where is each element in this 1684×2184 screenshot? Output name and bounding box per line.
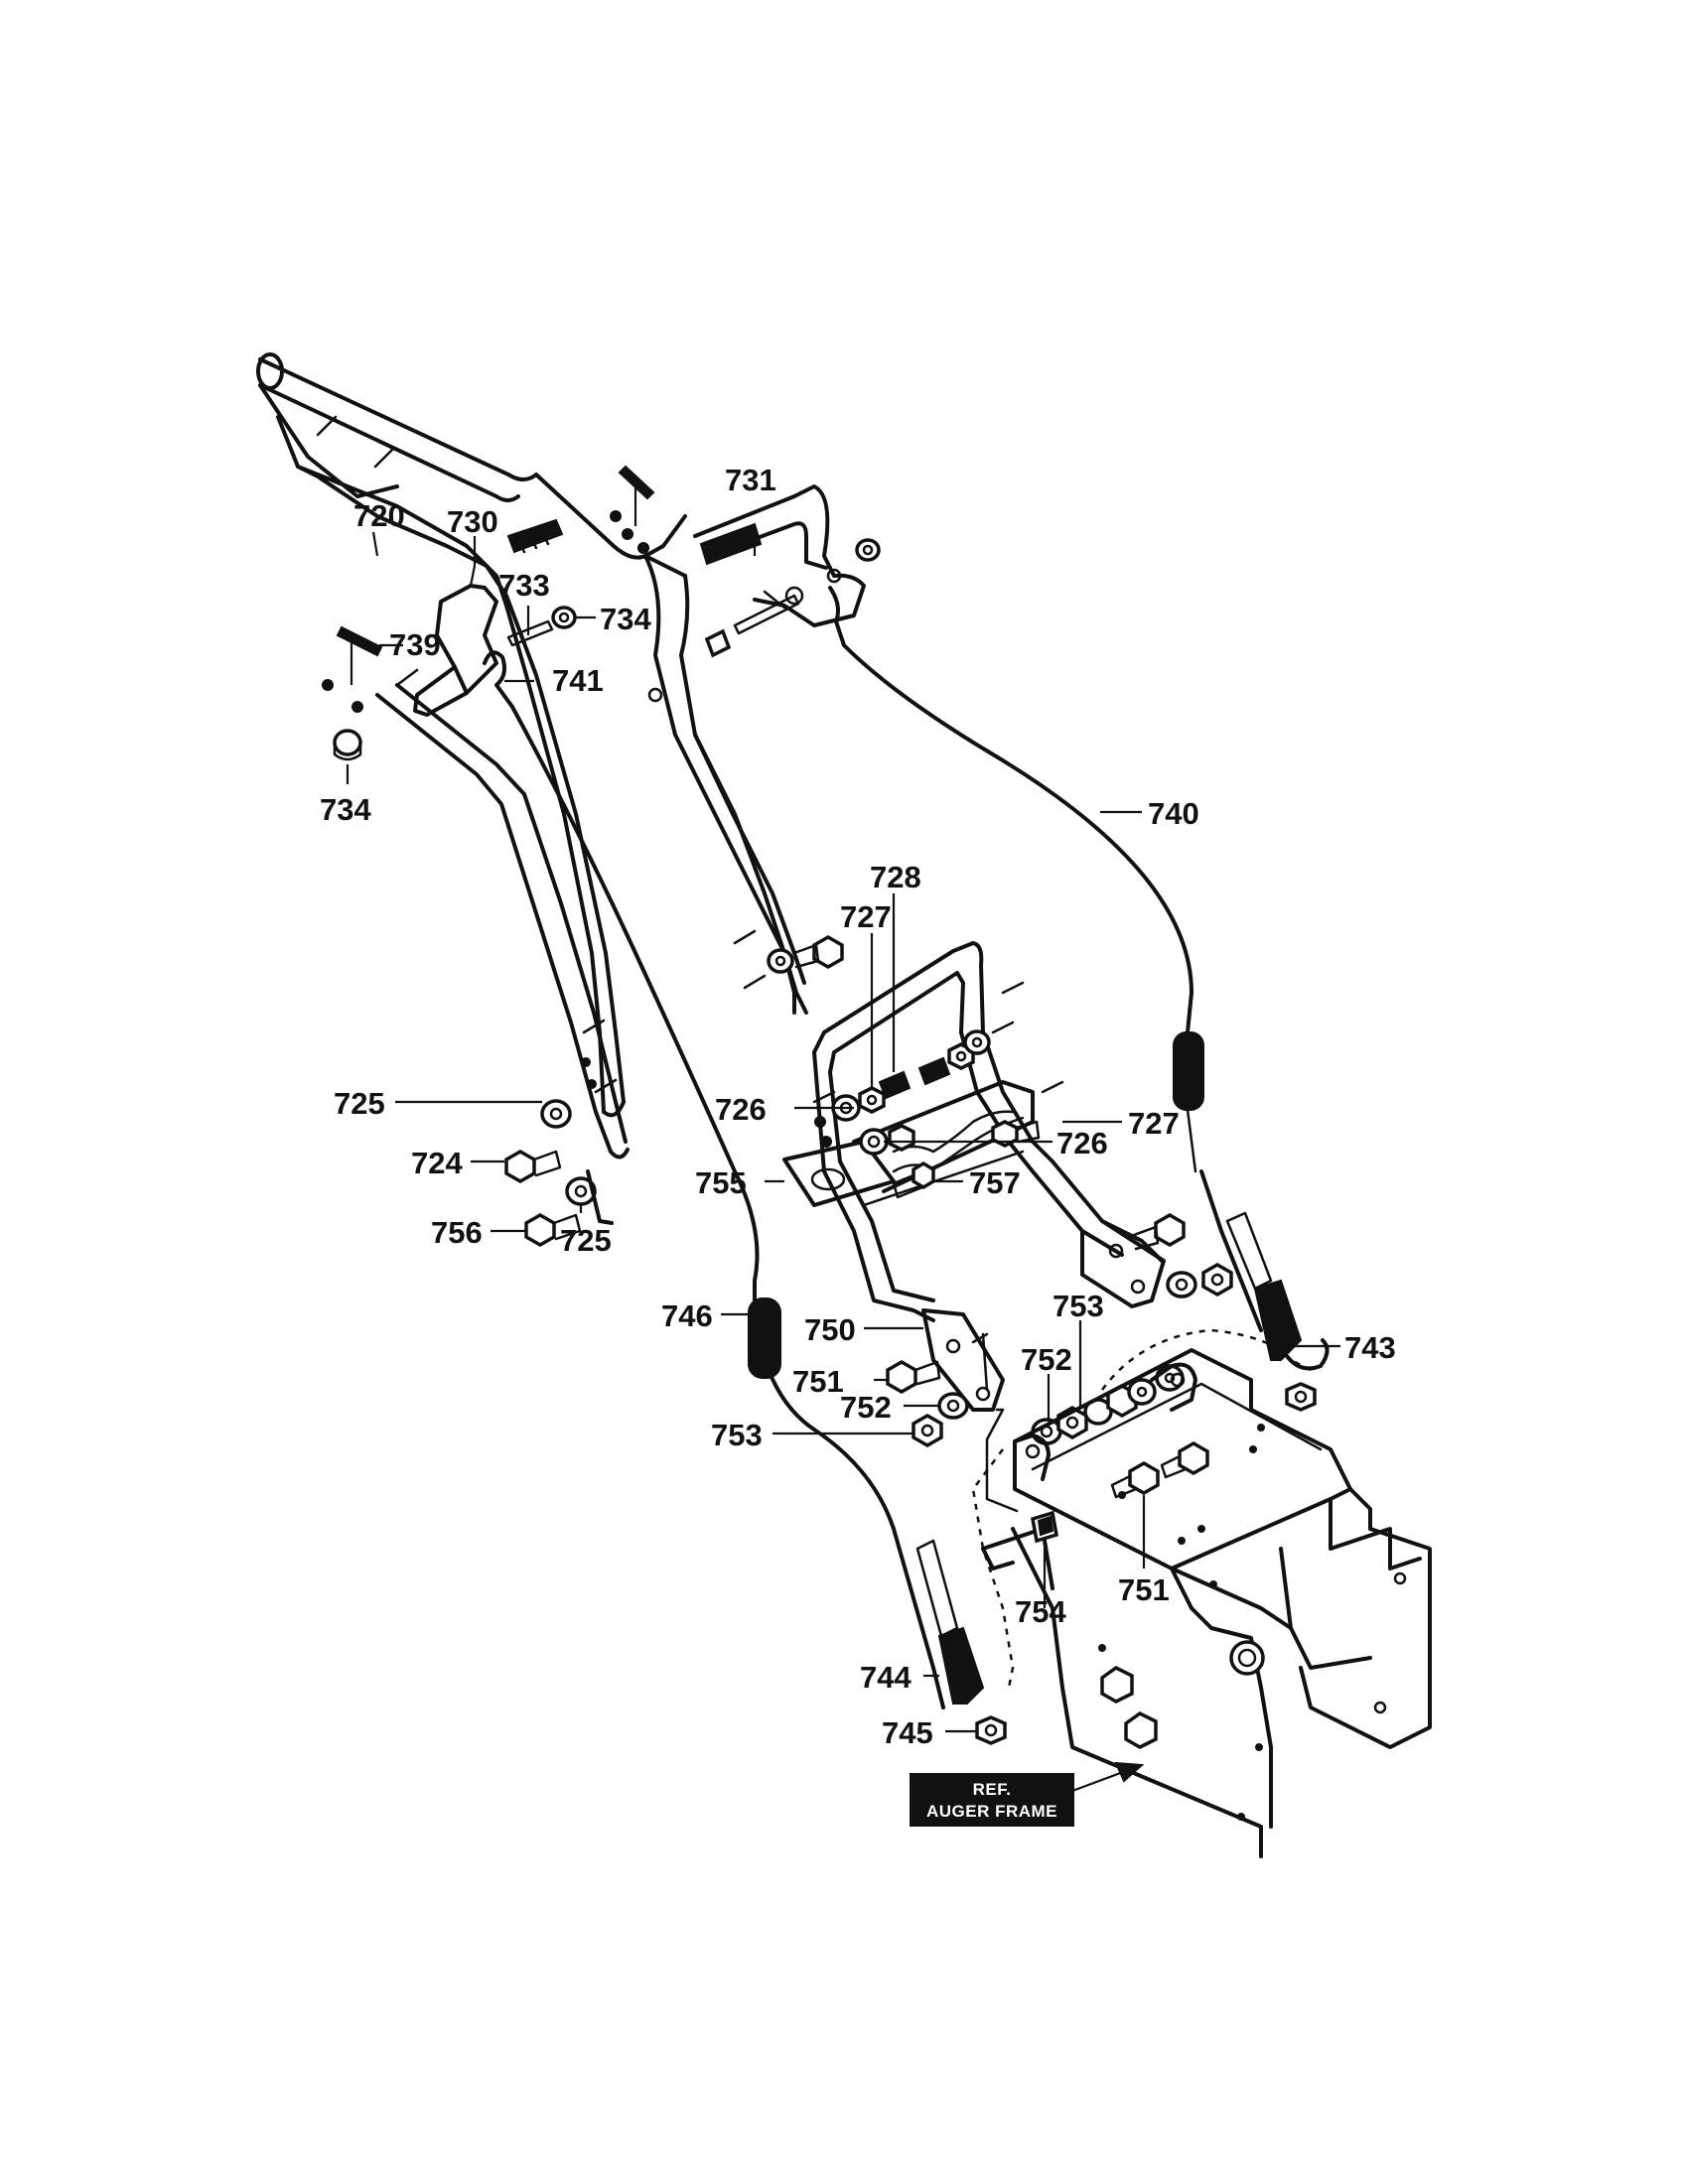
nut-745: [975, 1715, 1007, 1745]
washer-726-lower: [859, 1124, 915, 1156]
decal-739: [336, 625, 383, 657]
cable-746: [510, 705, 760, 1302]
callout-labels: 720 730 731 733 734 739 741 734 740 728 …: [320, 463, 1396, 1750]
bolt-757: [892, 1160, 935, 1199]
cable-740: [842, 643, 1193, 1034]
callout-733: 733: [498, 568, 550, 603]
callout-741: 741: [552, 663, 604, 698]
callout-744: 744: [860, 1660, 912, 1695]
nut-743: [1285, 1382, 1317, 1412]
reference-auger-frame-box: REF. AUGER FRAME: [910, 1773, 1074, 1827]
link-741: [483, 650, 514, 709]
callout-753-lower: 753: [711, 1418, 763, 1452]
callout-752-lower: 752: [840, 1390, 892, 1425]
washer-734-upper: [551, 606, 577, 629]
bolt-751-left: [886, 1359, 941, 1395]
leader-lines: [346, 530, 1340, 1793]
bolt-734-lower: [333, 729, 362, 761]
callout-746: 746: [661, 1298, 713, 1333]
callout-756: 756: [431, 1215, 483, 1250]
callout-753-upper: 753: [1052, 1289, 1104, 1323]
drive-control-bail-730: [413, 584, 498, 717]
nut-727-upper: [858, 1086, 886, 1114]
right-upper-tube: [693, 733, 796, 1015]
washer-725-lower: [565, 1176, 597, 1206]
bolt-right-bracket: [1132, 1212, 1233, 1298]
callout-750: 750: [804, 1312, 856, 1347]
cable-sleeve-740: [1173, 1031, 1204, 1173]
callout-751-right: 751: [1118, 1572, 1170, 1607]
ref-line2: AUGER FRAME: [926, 1802, 1057, 1821]
callout-740: 740: [1148, 796, 1199, 831]
bolt-right-tube: [767, 934, 844, 974]
bolt-727-lower: [991, 1120, 1041, 1148]
nut-753-left: [912, 1413, 943, 1448]
auger-control-bail-731: [693, 484, 866, 627]
callout-731: 731: [725, 463, 776, 497]
callout-734-lower: 734: [320, 792, 371, 827]
handle-bracket-750: [782, 941, 1166, 1412]
callout-755: 755: [695, 1165, 747, 1200]
auger-frame: [971, 1328, 1432, 1858]
callout-734-upper: 734: [600, 602, 651, 636]
callout-720: 720: [353, 498, 405, 533]
callout-743: 743: [1344, 1330, 1396, 1365]
spring-728: [878, 1056, 951, 1100]
cable-end-744: [915, 1539, 985, 1705]
callout-757: 757: [969, 1165, 1021, 1200]
callout-726-lower: 726: [1056, 1126, 1108, 1160]
callout-745: 745: [882, 1715, 933, 1750]
callout-730: 730: [447, 504, 498, 539]
pin-733: [506, 619, 554, 647]
callout-725-upper: 725: [334, 1086, 385, 1121]
bolt-751-right: [1110, 1440, 1209, 1499]
callout-751-left: 751: [792, 1364, 844, 1399]
callout-728: 728: [870, 860, 921, 894]
bolt-756: [524, 1212, 582, 1248]
callout-724: 724: [411, 1146, 463, 1180]
bail-grip: [506, 518, 564, 554]
cable-sleeve-746: [748, 1297, 781, 1379]
lower-left-handle: [375, 683, 630, 1160]
callout-739: 739: [389, 627, 441, 662]
callout-725-lower: 725: [560, 1223, 612, 1258]
pin-right-bail: [704, 538, 881, 658]
callout-754: 754: [1015, 1594, 1066, 1629]
washer-725-upper: [540, 1099, 572, 1129]
callout-727-upper: 727: [840, 899, 892, 934]
ref-line1: REF.: [973, 1780, 1012, 1799]
bolt-724: [504, 1149, 562, 1184]
callout-752-upper: 752: [1021, 1342, 1072, 1377]
callout-726-upper: 726: [715, 1092, 767, 1127]
nut-bracket-top: [947, 1029, 991, 1070]
washers-center-group: [1083, 1364, 1185, 1426]
washer-752-left: [937, 1392, 969, 1420]
callout-727-lower: 727: [1128, 1106, 1180, 1141]
